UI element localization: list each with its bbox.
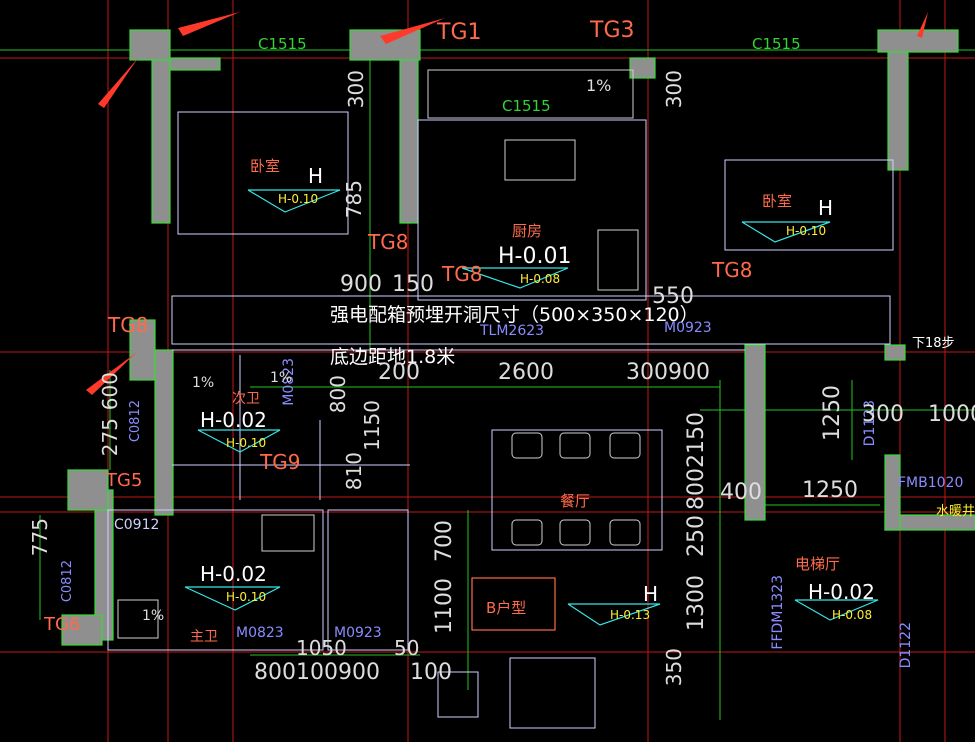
room-label: 厨房	[512, 222, 543, 240]
level-big: H-0.01	[498, 244, 572, 269]
window-label: C1515	[752, 35, 801, 53]
walls	[61, 29, 975, 646]
window-label: C1515	[258, 35, 307, 53]
tag-label: TG1	[437, 20, 482, 45]
unit-type-box	[471, 577, 556, 631]
slope-text: 1%	[586, 76, 612, 95]
dim-text: 50	[394, 636, 420, 660]
dim-text: 800	[326, 375, 350, 414]
dim-text: 1100	[432, 578, 457, 634]
level-big: H	[308, 164, 324, 188]
dim-text: 100	[410, 660, 452, 685]
dim-text: 300	[862, 402, 904, 427]
door-label: M0823	[236, 625, 284, 641]
level-big: H-0.02	[808, 580, 875, 604]
level-small: H-0.10	[226, 436, 267, 450]
stair-note: 下18步	[912, 336, 955, 351]
dim-text: 550	[652, 284, 694, 309]
window-label: C1515	[502, 97, 551, 115]
annotation-arrows	[86, 12, 928, 395]
room-label: 电梯厅	[795, 555, 841, 573]
dim-text: 1150	[360, 400, 384, 451]
dim-text: 810	[342, 452, 366, 491]
dim-text: 300	[662, 70, 686, 109]
dim-text: 400	[720, 480, 762, 505]
unit-type-label: B户型	[486, 599, 527, 617]
window-label: C0912	[114, 517, 160, 533]
dim-text: 1250	[820, 385, 845, 441]
tag-label: TG8	[442, 262, 483, 286]
dim-text: 900	[340, 272, 382, 297]
window-label: C0812	[60, 560, 75, 603]
tag-label: TG5	[106, 470, 143, 491]
dim-text: 775	[28, 518, 52, 557]
dim-text: 200	[378, 360, 420, 385]
dim-text: 2150	[684, 412, 709, 468]
tag-label: TG8	[368, 230, 409, 254]
room-label: 卧室	[762, 192, 793, 210]
slope-text: 1%	[142, 608, 165, 624]
dim-text: 2600	[498, 360, 554, 385]
level-big: H	[818, 196, 834, 220]
dim-text: 1050	[296, 636, 347, 660]
level-small: H-0.10	[786, 224, 827, 238]
dim-text: 800	[684, 468, 709, 510]
door-label: TLM2623	[480, 323, 545, 339]
room-label: 餐厅	[560, 492, 591, 510]
level-small: H-0.10	[226, 590, 267, 604]
dim-text: 275	[98, 418, 122, 457]
level-big: H	[643, 582, 659, 606]
shaft-note: 水暖井	[936, 504, 975, 519]
slope-text: 1%	[270, 370, 293, 386]
level-big: H-0.02	[200, 408, 267, 432]
dim-text: 1300	[684, 575, 709, 631]
power-box-note-2: 底边距地1.8米	[330, 346, 456, 368]
level-small: H-0.13	[610, 608, 651, 622]
door-label: M0923	[664, 320, 712, 336]
room-label: 主卫	[190, 629, 218, 645]
interior-lines	[107, 111, 894, 729]
door-label: M0923	[334, 625, 382, 641]
dim-text: 1000	[928, 402, 975, 427]
level-big: H-0.02	[200, 562, 267, 586]
level-small: H-0.10	[278, 192, 319, 206]
level-small: H-0.08	[832, 608, 873, 622]
dim-text: 700	[432, 520, 457, 562]
furniture	[117, 69, 641, 639]
dim-text: 785	[342, 180, 366, 219]
window-label: C0812	[128, 400, 143, 443]
dim-text: 300	[344, 70, 368, 109]
tag-label: TG6	[44, 614, 81, 635]
dim-text: 300900	[626, 360, 710, 385]
tag-label: TG9	[260, 450, 301, 474]
tag-label: TG8	[108, 313, 149, 337]
dim-text: 150	[392, 272, 434, 297]
level-markers	[184, 189, 879, 626]
dim-text: 600	[98, 372, 122, 411]
room-label: 次卫	[232, 391, 260, 407]
tag-label: TG3	[590, 18, 635, 43]
dim-text: 250	[684, 515, 709, 557]
room-label: 卧室	[250, 157, 281, 175]
level-small: H-0.08	[520, 272, 561, 286]
slope-text: 1%	[192, 375, 215, 391]
dim-text: 800100900	[254, 660, 380, 685]
dim-text: 1250	[802, 478, 858, 503]
dim-text: 350	[662, 648, 686, 687]
power-box-note: 强电配箱预埋开洞尺寸（500×350×120）	[330, 304, 699, 326]
door-label: FMB1020	[898, 475, 964, 491]
door-label: FFDM1323	[770, 575, 786, 650]
tag-label: TG8	[712, 258, 753, 282]
door-label: D1122	[898, 622, 914, 669]
